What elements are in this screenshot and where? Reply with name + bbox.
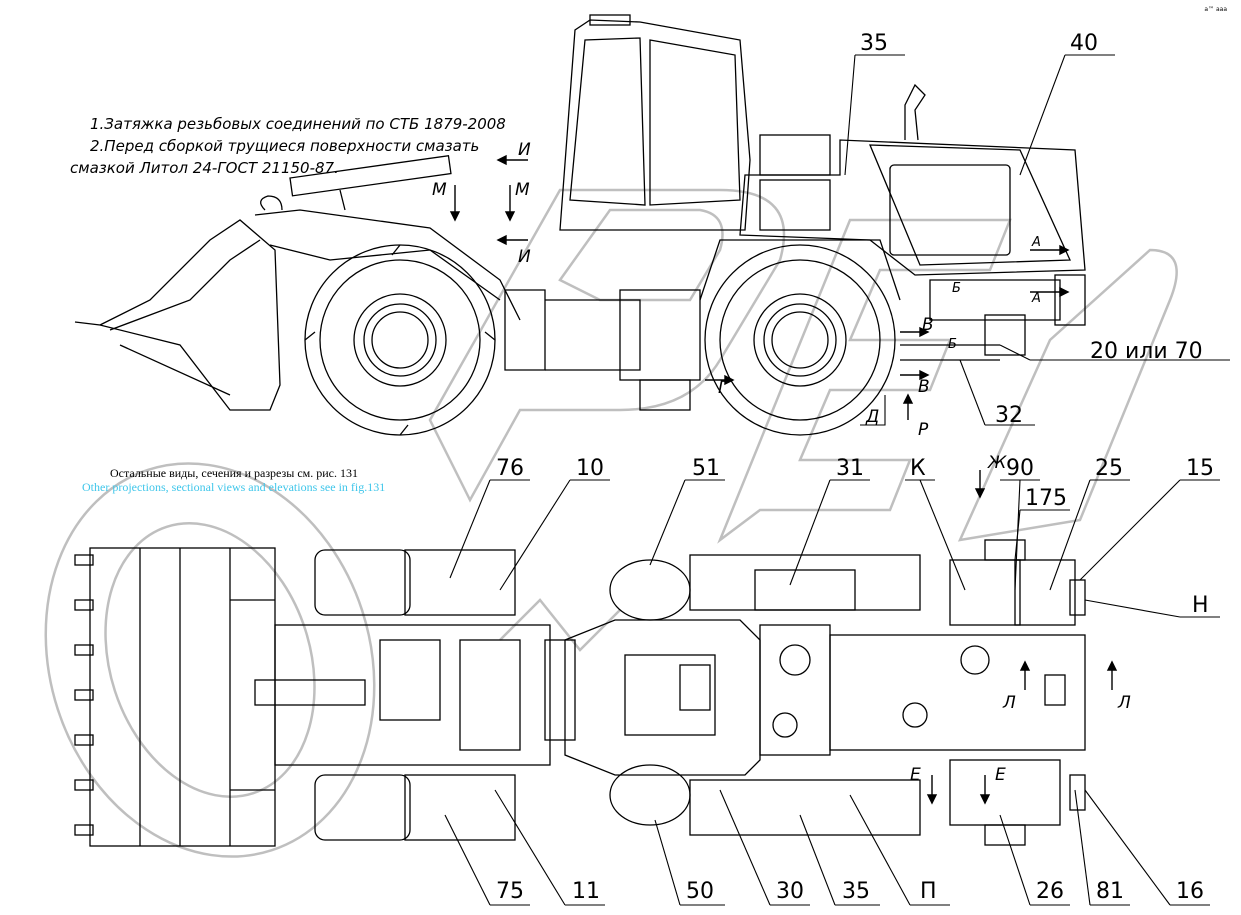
callout-35-side: 35 [860,31,888,56]
note-line-2: 2.Перед сборкой трущиеся поверхности сма… [90,137,480,155]
view-letter-r: Р [918,420,929,440]
loader-side-view [74,14,1086,436]
boom-cylinder [289,154,452,197]
view-letter-g: Г [718,378,729,398]
callout-15: 15 [1186,456,1214,481]
view-letter-a-top: А [1031,235,1041,250]
bucket-teeth [74,554,94,836]
callout-25: 25 [1095,456,1123,481]
view-letter-e-left: Е [910,765,921,785]
loader-top-view [74,539,1086,847]
callout-175: 175 [1025,486,1067,511]
view-letter-zh: Ж [987,453,1007,473]
callout-16: 16 [1176,879,1204,904]
tank-left [609,559,691,621]
callout-p: П [920,879,937,904]
view-letter-v-top: В [922,315,934,335]
front-tyre-left [314,549,411,616]
view-letter-m-left: М [432,180,447,200]
view-letter-d: Д [865,407,879,427]
callout-35-top: 35 [842,879,870,904]
leader-lines-bottom [444,789,1210,906]
callout-30: 30 [776,879,804,904]
tank-right [609,764,691,826]
cab-top [564,619,761,776]
front-frame-top [274,624,551,766]
view-letter-b-top: Б [952,281,961,296]
view-letter-e-right: Е [995,765,1006,785]
callout-31: 31 [836,456,864,481]
callout-75: 75 [496,879,524,904]
view-letter-m-right: М [515,180,530,200]
front-wheel [304,244,496,436]
callout-11: 11 [572,879,600,904]
callout-20-or-70: 20 или 70 [1090,339,1203,364]
corner-mark: a™ aaa [1204,6,1227,13]
view-letter-b-bottom: Б [948,337,957,352]
note-line-3: смазкой Литол 24-ГОСТ 21150-87. [70,159,339,177]
bucket-side [74,219,281,411]
watermark-outline [44,188,1178,858]
callout-n: Н [1192,593,1209,618]
callout-10: 10 [576,456,604,481]
counterweight [929,279,1061,321]
rear-wheel [704,244,896,436]
note-line-1: 1.Затяжка резьбовых соединений по СТБ 18… [90,115,506,133]
view-arrows-top [926,470,1118,805]
view-letter-v-bottom: В [918,377,930,397]
callout-40: 40 [1070,31,1098,56]
caption-ru: Остальные виды, сечения и разрезы см. ри… [110,466,358,480]
callout-90: 90 [1006,456,1034,481]
callout-76: 76 [496,456,524,481]
callout-26: 26 [1036,879,1064,904]
cab-side [559,19,751,231]
exhaust-pipe [904,83,926,141]
engine-hood [739,139,1086,276]
view-letter-i-top: И [518,140,531,160]
caption-en: Other projections, sectional views and e… [82,480,386,494]
view-letter-l-left: Л [1002,693,1016,713]
view-letter-i-bottom: И [518,247,531,267]
view-letter-a-bottom: А [1031,291,1041,306]
front-tyre-right [314,774,411,841]
callout-51: 51 [692,456,720,481]
callout-k: К [910,456,926,481]
view-letter-l-right: Л [1117,693,1131,713]
callout-81: 81 [1096,879,1124,904]
leader-lines-top [449,479,1220,618]
view-arrows-side [449,154,1070,420]
boom-arm [254,209,521,321]
callout-50: 50 [686,879,714,904]
callout-32: 32 [995,403,1023,428]
leader-lines-side [844,54,1230,426]
